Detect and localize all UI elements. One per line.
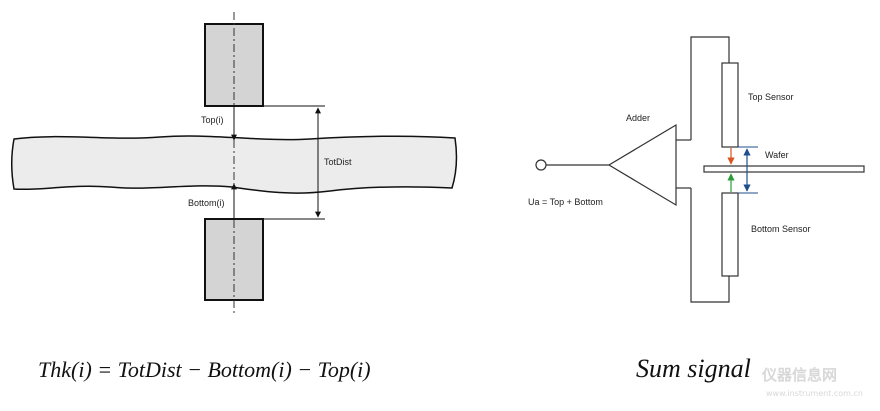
bottom-distance-label: Bottom(i) bbox=[188, 198, 225, 208]
wafer-shape bbox=[11, 135, 458, 194]
thickness-formula: Thk(i) = TotDist − Bottom(i) − Top(i) bbox=[38, 357, 371, 382]
bottom-wire bbox=[690, 188, 730, 303]
output-signal-label: Ua = Top + Bottom bbox=[528, 197, 603, 207]
bottom-sensor bbox=[721, 192, 739, 277]
sum-signal-caption: Sum signal bbox=[636, 354, 751, 383]
left-diagram: Top(i) Bottom(i) TotDist Thk(i) = TotDis… bbox=[11, 12, 458, 382]
wafer-bar bbox=[703, 165, 865, 173]
top-wire bbox=[690, 36, 730, 140]
watermark: 仪器信息网 www.instrument.com.cn bbox=[761, 366, 863, 398]
right-diagram: Adder Top Sensor Wafer Bottom Sensor Ua … bbox=[528, 36, 865, 383]
top-sensor bbox=[721, 62, 739, 148]
top-sensor-label: Top Sensor bbox=[748, 92, 794, 102]
adder-amplifier bbox=[607, 123, 677, 207]
watermark-url: www.instrument.com.cn bbox=[766, 389, 863, 398]
watermark-text: 仪器信息网 bbox=[761, 366, 837, 384]
totdist-label: TotDist bbox=[324, 157, 352, 167]
wafer-label: Wafer bbox=[765, 150, 789, 160]
top-distance-label: Top(i) bbox=[201, 115, 224, 125]
output-terminal bbox=[535, 159, 547, 171]
bottom-sensor-label: Bottom Sensor bbox=[751, 224, 811, 234]
adder-label: Adder bbox=[626, 113, 650, 123]
